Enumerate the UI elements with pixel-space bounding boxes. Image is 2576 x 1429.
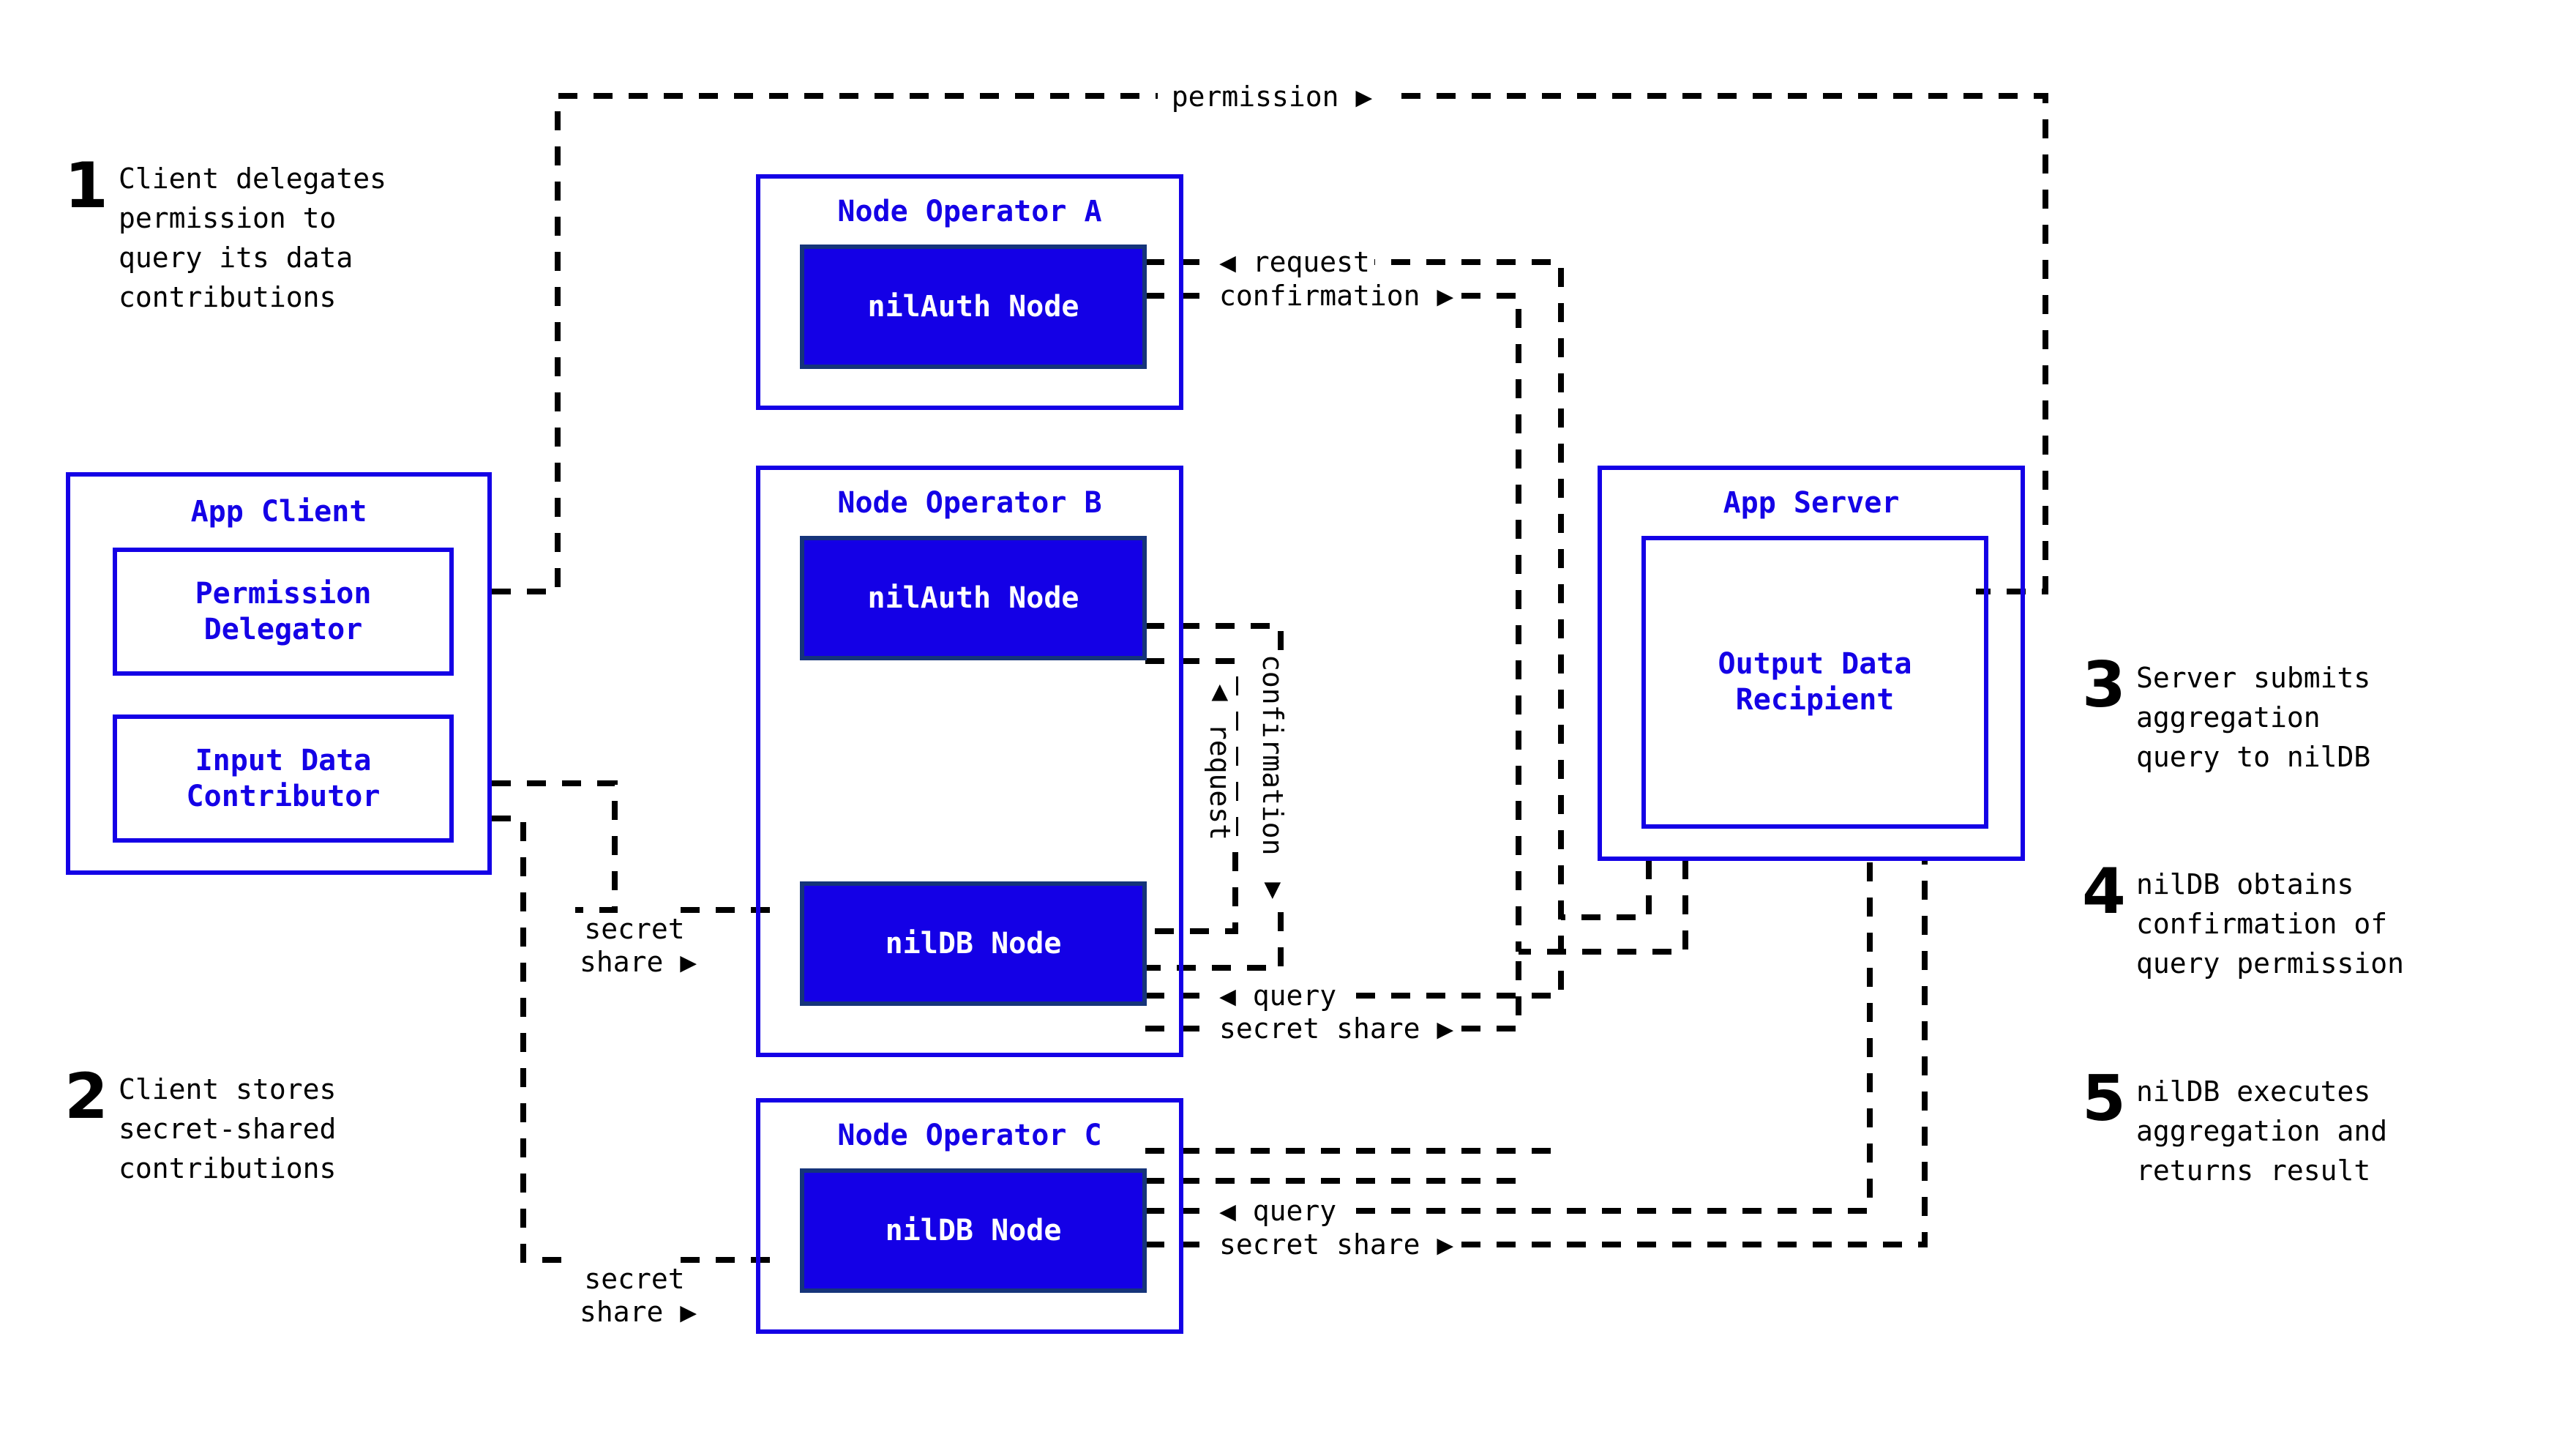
wire-server-stub-left2 [1519,860,1688,955]
step-1-number: 1 [64,149,108,223]
group-node-operator-c: Node Operator C nilDB Node [756,1098,1183,1334]
group-node-operator-a: Node Operator A nilAuth Node [756,174,1183,410]
group-title-app-server: App Server [1723,486,1900,520]
step-1-text: Client delegates permission to query its… [119,163,387,313]
group-app-client: App Client Permission Delegator Input Da… [66,472,492,875]
wire-secret-share-b [492,780,618,913]
group-app-server: App Server Output Data Recipient [1598,466,2025,861]
step-4-text: nilDB obtains confirmation of query perm… [2136,868,2405,980]
node-nildb-c[interactable]: nilDB Node [800,1168,1147,1293]
wire-label-permission: permission ▶ [1158,81,1386,113]
node-nildb-b[interactable]: nilDB Node [800,881,1147,1006]
wire-label-a-confirmation: confirmation ▶ [1215,280,1459,313]
wire-label-c-query: ◀ query [1215,1195,1341,1228]
step-2-text: Client stores secret-shared contribution… [119,1073,337,1184]
step-5-number: 5 [2082,1062,2126,1135]
step-4-number: 4 [2082,855,2126,928]
group-title-node-operator-a: Node Operator A [837,195,1102,228]
wire-c-query [1145,860,1873,1214]
wire-label-b-request: ▲ request [1203,670,1236,846]
wire-c-secret-share [1145,860,1928,1247]
wire-a-request [1145,259,1564,917]
wire-server-stub-left [1561,860,1652,920]
wire-label-secret-share-b: secret share ▶ [575,913,697,979]
wire-label-c-secret-share: secret share ▶ [1215,1228,1459,1261]
group-title-app-client: App Client [190,495,367,529]
subbox-output-data-recipient[interactable]: Output Data Recipient [1641,536,1988,829]
step-3-text: Server submits aggregation query to nilD… [2136,662,2371,773]
node-nilauth-b[interactable]: nilAuth Node [800,536,1147,660]
node-nilauth-a[interactable]: nilAuth Node [800,245,1147,369]
wire-label-a-request: ◀ request [1215,246,1374,279]
wire-label-b-secret-share: secret share ▶ [1215,1012,1459,1045]
wire-secret-share-c [492,816,575,1263]
step-3: 3 Server submits aggregation query to ni… [2082,649,2371,777]
step-2: 2 Client stores secret-shared contributi… [64,1060,337,1189]
wire-label-b-confirmation: confirmation ▼ [1256,650,1289,909]
subbox-input-data-contributor[interactable]: Input Data Contributor [113,714,454,843]
wire-b-confirmation [1145,623,1284,971]
step-5: 5 nilDB executes aggregation and returns… [2082,1062,2388,1191]
step-5-text: nilDB executes aggregation and returns r… [2136,1075,2388,1187]
wire-a-confirmation [1145,293,1521,952]
wire-label-b-query: ◀ query [1215,980,1341,1012]
step-3-number: 3 [2082,649,2126,722]
step-1: 1 Client delegates permission to query i… [64,149,387,318]
group-title-node-operator-c: Node Operator C [837,1119,1102,1152]
group-title-node-operator-b: Node Operator B [837,486,1102,520]
step-4: 4 nilDB obtains confirmation of query pe… [2082,855,2405,984]
group-node-operator-b: Node Operator B nilAuth Node nilDB Node [756,466,1183,1057]
wire-label-secret-share-c: secret share ▶ [575,1263,697,1329]
step-2-number: 2 [64,1060,108,1133]
subbox-permission-delegator[interactable]: Permission Delegator [113,548,454,676]
